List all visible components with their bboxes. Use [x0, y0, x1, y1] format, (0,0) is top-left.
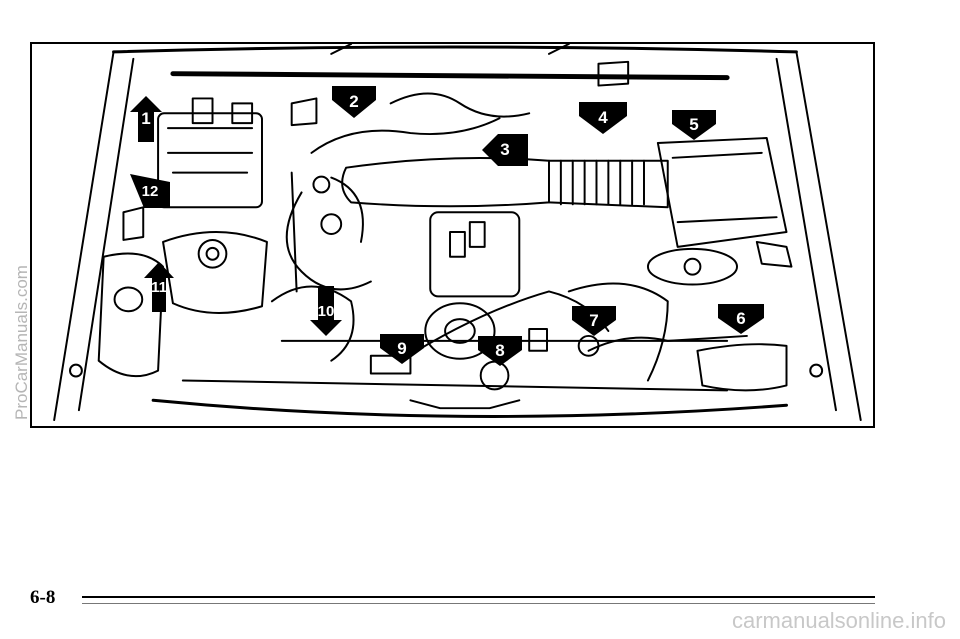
- callout-arrow-4: 4: [579, 102, 627, 134]
- callout-arrow-5: 5: [672, 110, 716, 140]
- callout-arrow-10: 10: [310, 286, 342, 336]
- side-watermark: ProCarManuals.com: [12, 265, 31, 420]
- callout-arrow-3: 3: [482, 134, 528, 166]
- callout-arrow-6: 6: [718, 304, 764, 334]
- callout-arrow-12: 12: [130, 174, 170, 208]
- callout-arrow-8: 8: [478, 336, 522, 366]
- page-number: 6-8: [30, 587, 56, 608]
- bottom-watermark: carmanualsonline.info: [731, 608, 946, 633]
- callout-arrow-2: 2: [332, 86, 376, 118]
- engine-compartment-figure: 1 2 3 4 5 6 7 8 9 10 11 12: [30, 42, 875, 428]
- footer-rule: [82, 596, 875, 598]
- callout-arrow-7: 7: [572, 306, 616, 336]
- callout-arrow-11: 11: [144, 262, 174, 312]
- footer-rule-thin: [82, 603, 875, 604]
- callout-arrow-9: 9: [380, 334, 424, 364]
- callout-arrow-1: 1: [130, 96, 162, 142]
